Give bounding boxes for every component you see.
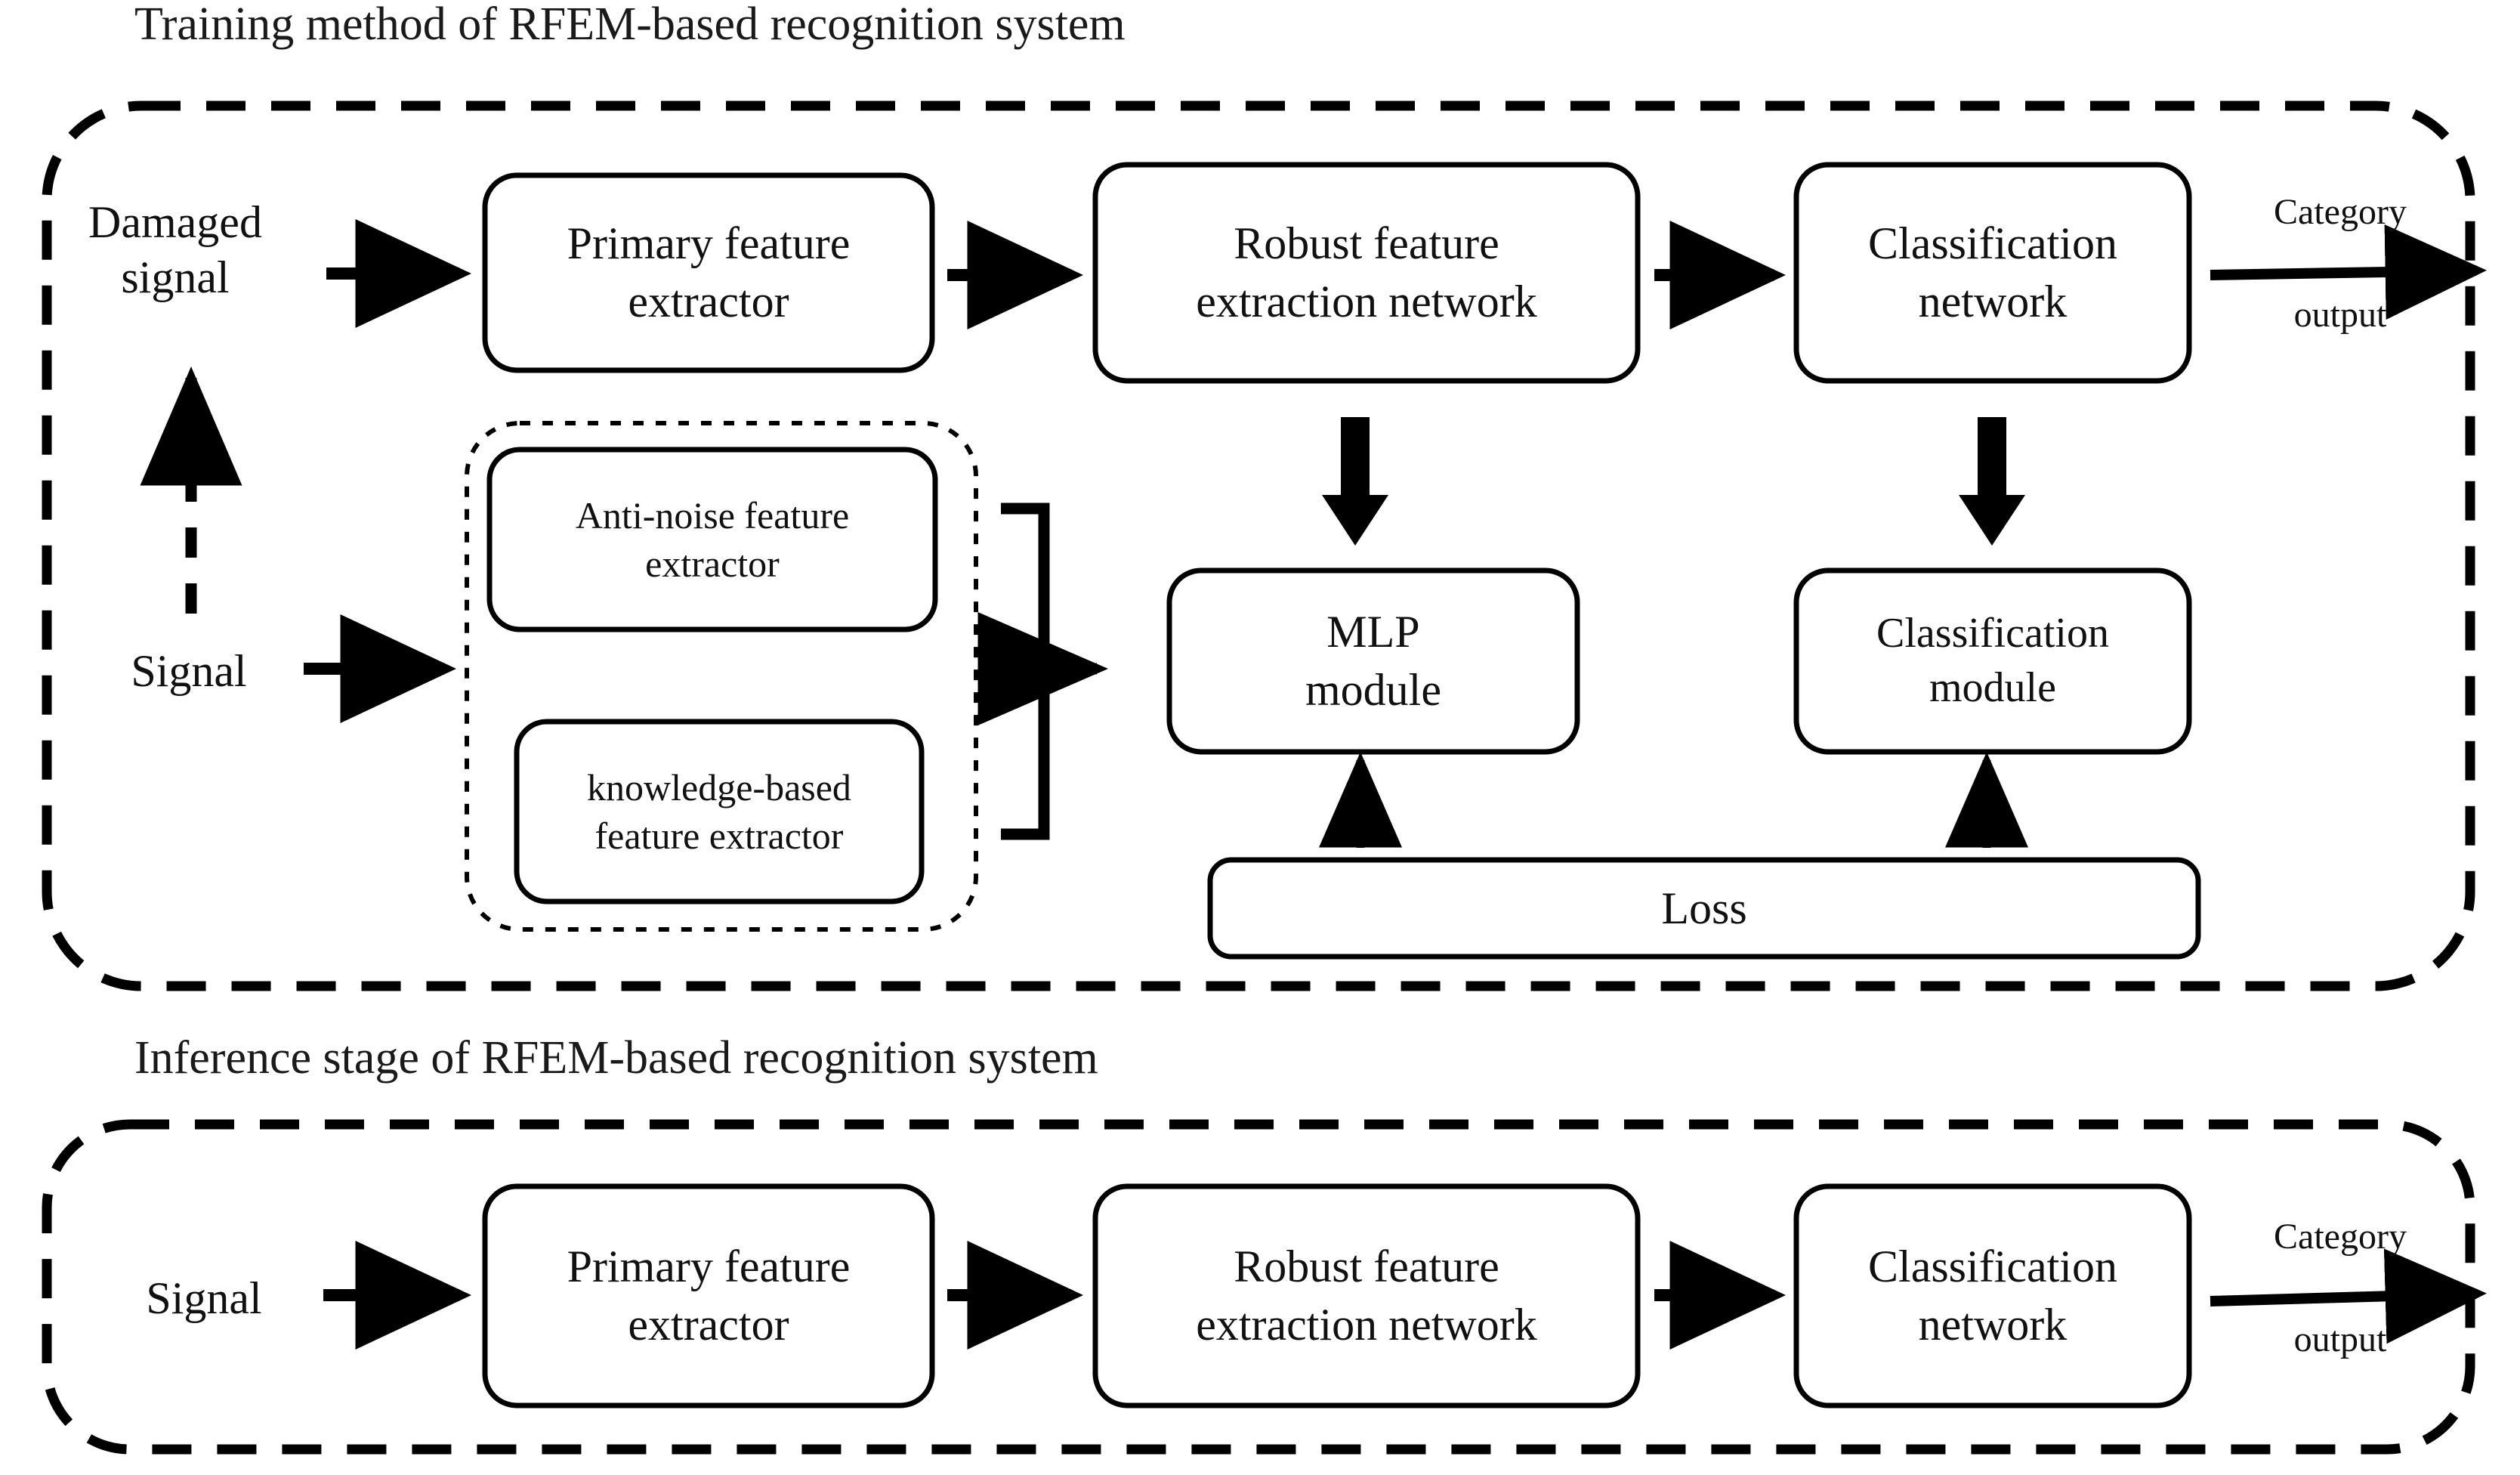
label-category-training: Category: [2274, 192, 2407, 232]
training-section-title: Training method of RFEM-based recognitio…: [134, 0, 1126, 50]
inference-section-title: Inference stage of RFEM-based recognitio…: [134, 1032, 1098, 1084]
label-output-inference: output: [2293, 1319, 2387, 1359]
label-damaged-signal-line1: Damaged: [88, 197, 262, 247]
block-arrow-robust-to-mlp: [1322, 417, 1388, 546]
box-robust-feature-extraction-network[interactable]: [1092, 162, 1641, 384]
label-signal-inference: Signal: [146, 1273, 262, 1323]
box-primary-feature-extractor[interactable]: [482, 172, 935, 373]
arrow-inf-classification-to-category-output: [2210, 1248, 2487, 1344]
box-classification-network[interactable]: [1793, 162, 2192, 384]
box-inf-primary-feature-extractor[interactable]: [482, 1183, 935, 1409]
box-mlp-module[interactable]: [1166, 567, 1580, 755]
label-output-training: output: [2293, 295, 2387, 335]
box-knowledge-based-feature-extractor[interactable]: [514, 719, 925, 904]
merge-bracket: [1001, 502, 1050, 840]
label-category-inference: Category: [2274, 1217, 2407, 1257]
box-classification-module[interactable]: [1793, 567, 2192, 755]
box-anti-noise-feature-extractor[interactable]: [486, 447, 938, 632]
feature-extractor-group-outline: [465, 421, 978, 932]
training-container-outline: [42, 100, 2475, 991]
inference-container-outline: [42, 1119, 2475, 1455]
block-arrow-classification-network-to-module: [1959, 417, 2025, 546]
label-signal-training: Signal: [131, 646, 247, 696]
box-inf-robust-feature-extraction-network[interactable]: [1092, 1183, 1641, 1409]
label-damaged-signal-line2: signal: [121, 252, 230, 303]
box-inf-classification-network[interactable]: [1793, 1183, 2192, 1409]
box-loss[interactable]: [1207, 857, 2201, 960]
arrow-classification-to-category-output: [2210, 224, 2487, 320]
label-damaged-signal: Damaged signal: [47, 195, 304, 305]
